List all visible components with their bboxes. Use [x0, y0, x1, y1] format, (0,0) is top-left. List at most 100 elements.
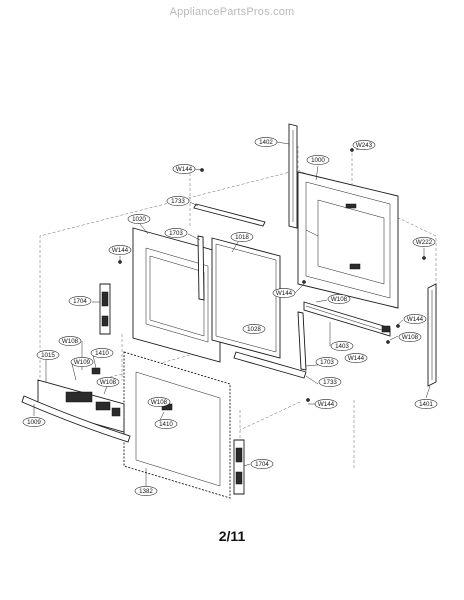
callout-bubble: [36, 350, 60, 360]
callout-label: 1704: [255, 461, 269, 468]
callout-w108: W108: [58, 336, 82, 346]
channel-bracket-1403: [303, 301, 391, 337]
callout-1410: 1410: [154, 419, 178, 429]
callout-bubble: [314, 399, 338, 409]
callout-w108: W108: [398, 332, 422, 342]
callout-label: 1015: [41, 352, 55, 359]
watermark-text: AppliancePartsPros.com: [169, 6, 295, 18]
callout-1402: 1402: [254, 137, 278, 147]
callout-label: W109: [74, 359, 91, 366]
callout-label: W108: [62, 338, 79, 345]
callout-label: W108: [100, 379, 117, 386]
callout-bubble: [254, 137, 278, 147]
callout-1733: 1733: [166, 196, 190, 206]
callout-1018: 1018: [230, 232, 254, 242]
glass-panel-1018: [211, 237, 281, 359]
callout-bubble: [68, 296, 92, 306]
callout-label: 1018: [235, 234, 249, 241]
inner-door-1020: [132, 227, 221, 363]
callout-bubble: [230, 232, 254, 242]
callout-bubble: [327, 294, 351, 304]
callout-labels: 14021000W243W1441733102017031018W222W144…: [22, 137, 438, 496]
callout-bubble: [172, 164, 196, 174]
callout-bubble: [344, 353, 368, 363]
callout-label: W144: [112, 247, 129, 254]
callout-label: W144: [318, 401, 335, 408]
callout-w243: W243: [352, 140, 376, 150]
callout-bubble: [134, 486, 158, 496]
callout-w222: W222: [412, 237, 436, 247]
callout-bubble: [250, 459, 274, 469]
callout-label: 1402: [259, 139, 273, 146]
callout-1733: 1733: [318, 377, 342, 387]
callout-label: W243: [356, 142, 373, 149]
callout-1028: 1028: [242, 324, 266, 334]
control-panel-1015: [37, 367, 125, 433]
callout-bubble: [318, 377, 342, 387]
callout-bubble: [272, 288, 296, 298]
callout-bubble: [154, 419, 178, 429]
callout-label: W144: [407, 316, 424, 323]
callout-w108: W108: [147, 397, 171, 407]
callout-label: 1401: [419, 401, 433, 408]
callout-bubble: [352, 140, 376, 150]
callout-w144: W144: [108, 245, 132, 255]
seal-strips: [193, 203, 307, 379]
callout-label: 1000: [311, 157, 325, 164]
callout-w144: W144: [403, 314, 427, 324]
callout-label: W144: [276, 290, 293, 297]
callout-w144: W144: [272, 288, 296, 298]
callout-1382: 1382: [134, 486, 158, 496]
callout-1403: 1403: [330, 341, 354, 351]
callout-label: W108: [331, 296, 348, 303]
callout-1704: 1704: [68, 296, 92, 306]
callout-w144: W144: [314, 399, 338, 409]
side-strip-1401: [427, 283, 437, 387]
callout-w144: W144: [344, 353, 368, 363]
callout-bubble: [398, 332, 422, 342]
callout-bubble: [164, 228, 188, 238]
callout-label: 1020: [132, 216, 146, 223]
callout-bubble: [414, 399, 438, 409]
callout-bubble: [330, 341, 354, 351]
callout-bubble: [70, 357, 94, 367]
callout-label: 1403: [335, 343, 349, 350]
callout-1703: 1703: [164, 228, 188, 238]
callout-bubble: [315, 357, 339, 367]
door-handle-1009: [21, 395, 131, 443]
page-number: 2/11: [218, 528, 246, 544]
hinge-1704-upper: [99, 283, 111, 335]
callout-w109: W109: [70, 357, 94, 367]
hinge-strip-1402: [288, 123, 298, 229]
callout-bubble: [127, 214, 151, 224]
callout-label: 1410: [159, 421, 173, 428]
callout-bubble: [22, 417, 46, 427]
callout-label: W222: [416, 239, 433, 246]
callout-bubble: [58, 336, 82, 346]
callout-label: 1733: [171, 198, 185, 205]
callout-label: W108: [151, 399, 168, 406]
callout-w108: W108: [96, 377, 120, 387]
callout-bubble: [306, 155, 330, 165]
callout-label: W144: [348, 355, 365, 362]
callout-1401: 1401: [414, 399, 438, 409]
callout-bubble: [242, 324, 266, 334]
callout-w108: W108: [327, 294, 351, 304]
callout-bubble: [96, 377, 120, 387]
callout-1410: 1410: [90, 348, 114, 358]
callout-label: W144: [176, 166, 193, 173]
callout-label: 1704: [73, 298, 87, 305]
callout-bubble: [147, 397, 171, 407]
callout-label: 1009: [27, 419, 41, 426]
hinge-1704-lower: [233, 439, 245, 495]
callout-label: 1410: [95, 350, 109, 357]
callout-bubble: [90, 348, 114, 358]
callout-1704: 1704: [250, 459, 274, 469]
callout-bubble: [166, 196, 190, 206]
callout-bubble: [108, 245, 132, 255]
callout-label: 1028: [247, 326, 261, 333]
callout-1000: 1000: [306, 155, 330, 165]
outer-door-panel-1000: [297, 171, 399, 309]
